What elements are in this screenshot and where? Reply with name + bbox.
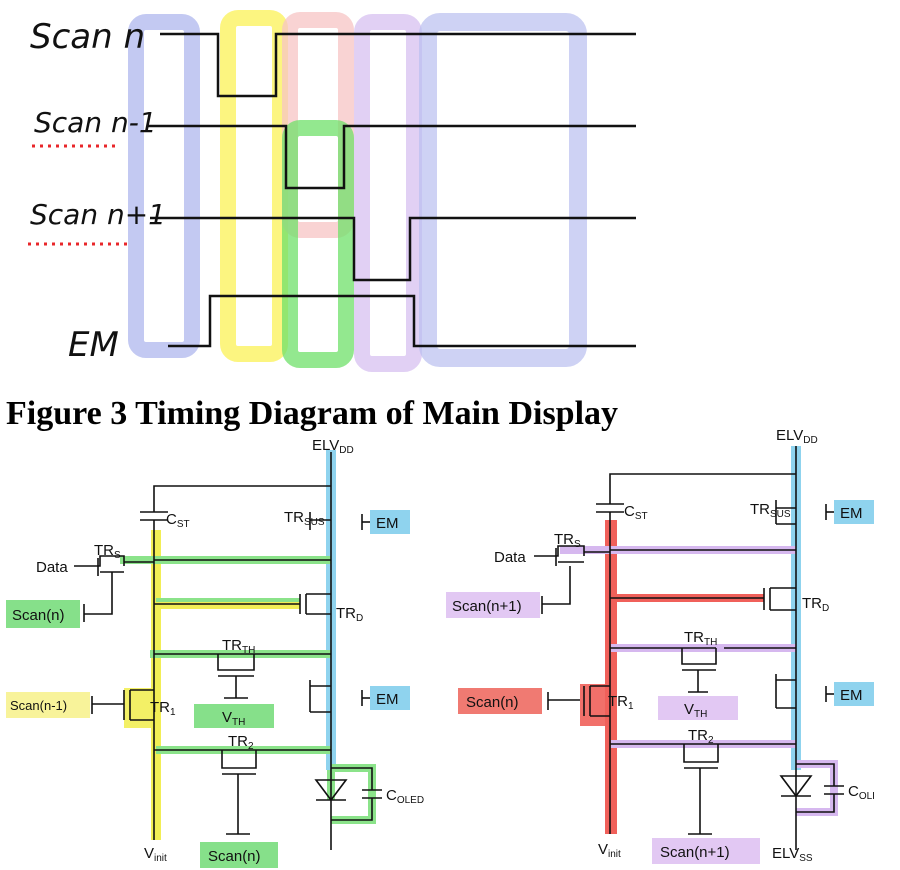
phase-band-blue-wide	[419, 13, 587, 367]
label-tr1-left: TR1	[150, 699, 176, 718]
label-elvdd-right: ELVDD	[776, 427, 818, 446]
tag-bg-vth-right	[658, 696, 738, 720]
waveform-scan-n	[160, 32, 636, 98]
label-cst-right: CST	[624, 503, 648, 522]
tag-scan-n-plus-1-right: Scan(n+1)	[452, 598, 522, 615]
tag-scan-n-bottom-left: Scan(n)	[208, 848, 261, 865]
phase-band-purple	[354, 14, 422, 372]
tag-scan-n-plus-1-bottom-right: Scan(n+1)	[660, 844, 730, 861]
tag-bg-scan-n-plus-1-bottom-right	[652, 838, 760, 864]
tag-bg-em-top-right	[834, 500, 874, 524]
waveform-scan-n-plus-1	[150, 216, 636, 282]
phase-band-blue	[128, 14, 200, 358]
circuit-right: ELVDD CST TRSUS EM Data TRS Scan(n+1) TR…	[446, 427, 875, 864]
label-cst-left: CST	[166, 511, 190, 530]
label-trth-right: TRTH	[684, 629, 717, 648]
label-scan-n-plus-1: Scan n+1	[30, 198, 166, 231]
tag-bg-em-mid-left	[370, 686, 410, 710]
circuit-left: ELVDD CST TRSUS EM Data TRS Scan(n) TRD …	[6, 437, 424, 868]
label-tr1-right: TR1	[608, 693, 634, 712]
phase-band-yellow	[220, 10, 288, 362]
waveform-scan-n-minus-1	[148, 124, 636, 190]
highlight-green-oled	[327, 764, 376, 824]
label-elvss-right: ELVSS	[772, 845, 813, 864]
tag-em-mid-right: EM	[840, 687, 863, 704]
timing-diagram: Scan n Scan n-1 Scan n+1 EM Figure 3 Tim…	[6, 10, 636, 432]
tag-scan-n-left: Scan(n)	[12, 607, 65, 624]
label-tr2-left: TR2	[228, 733, 254, 752]
waveform-em	[168, 294, 636, 348]
label-trd-left: TRD	[336, 605, 363, 624]
label-data-right: Data	[494, 549, 526, 566]
phase-band-green	[282, 120, 354, 368]
tag-em-top-left: EM	[376, 515, 399, 532]
tag-bg-em-top-left	[370, 510, 410, 534]
label-coled-right: COLI	[848, 783, 875, 802]
tag-em-mid-left: EM	[376, 691, 399, 708]
label-trsus-right: TRSUS	[750, 501, 791, 520]
tag-bg-scan-n-left	[6, 600, 80, 628]
tag-bg-scan-n-plus-1-right	[446, 592, 540, 618]
tag-bg-scan-n-bottom-left	[200, 842, 278, 868]
label-coled-left: COLED	[386, 787, 424, 806]
tag-vth-right: VTH	[684, 701, 707, 720]
label-trs-right: TRS	[554, 531, 581, 550]
label-vinit-left: Vinit	[144, 845, 167, 864]
label-elvdd-left: ELVDD	[312, 437, 354, 456]
tag-bg-scan-n-minus-1-left	[6, 692, 90, 718]
label-data-left: Data	[36, 559, 68, 576]
tag-em-top-right: EM	[840, 505, 863, 522]
label-trsus-left: TRSUS	[284, 509, 325, 528]
highlight-tr1-red	[580, 684, 610, 726]
label-trd-right: TRD	[802, 595, 829, 614]
tag-scan-n-right: Scan(n)	[466, 694, 519, 711]
label-trs-left: TRS	[94, 542, 121, 561]
highlight-tr1-yellow	[124, 688, 154, 728]
tag-bg-em-mid-right	[834, 682, 874, 706]
label-vinit-right: Vinit	[598, 841, 621, 860]
label-tr2-right: TR2	[688, 727, 714, 746]
label-scan-n: Scan n	[30, 17, 145, 57]
tag-bg-scan-n-right	[458, 688, 542, 714]
label-em: EM	[68, 325, 119, 365]
label-trth-left: TRTH	[222, 637, 255, 656]
label-scan-n-minus-1: Scan n-1	[34, 106, 157, 139]
figure-caption: Figure 3 Timing Diagram of Main Display	[6, 395, 618, 432]
tag-vth-left: VTH	[222, 709, 245, 728]
tag-bg-vth-left	[194, 704, 274, 728]
tag-scan-n-minus-1-left: Scan(n-1)	[10, 698, 67, 713]
